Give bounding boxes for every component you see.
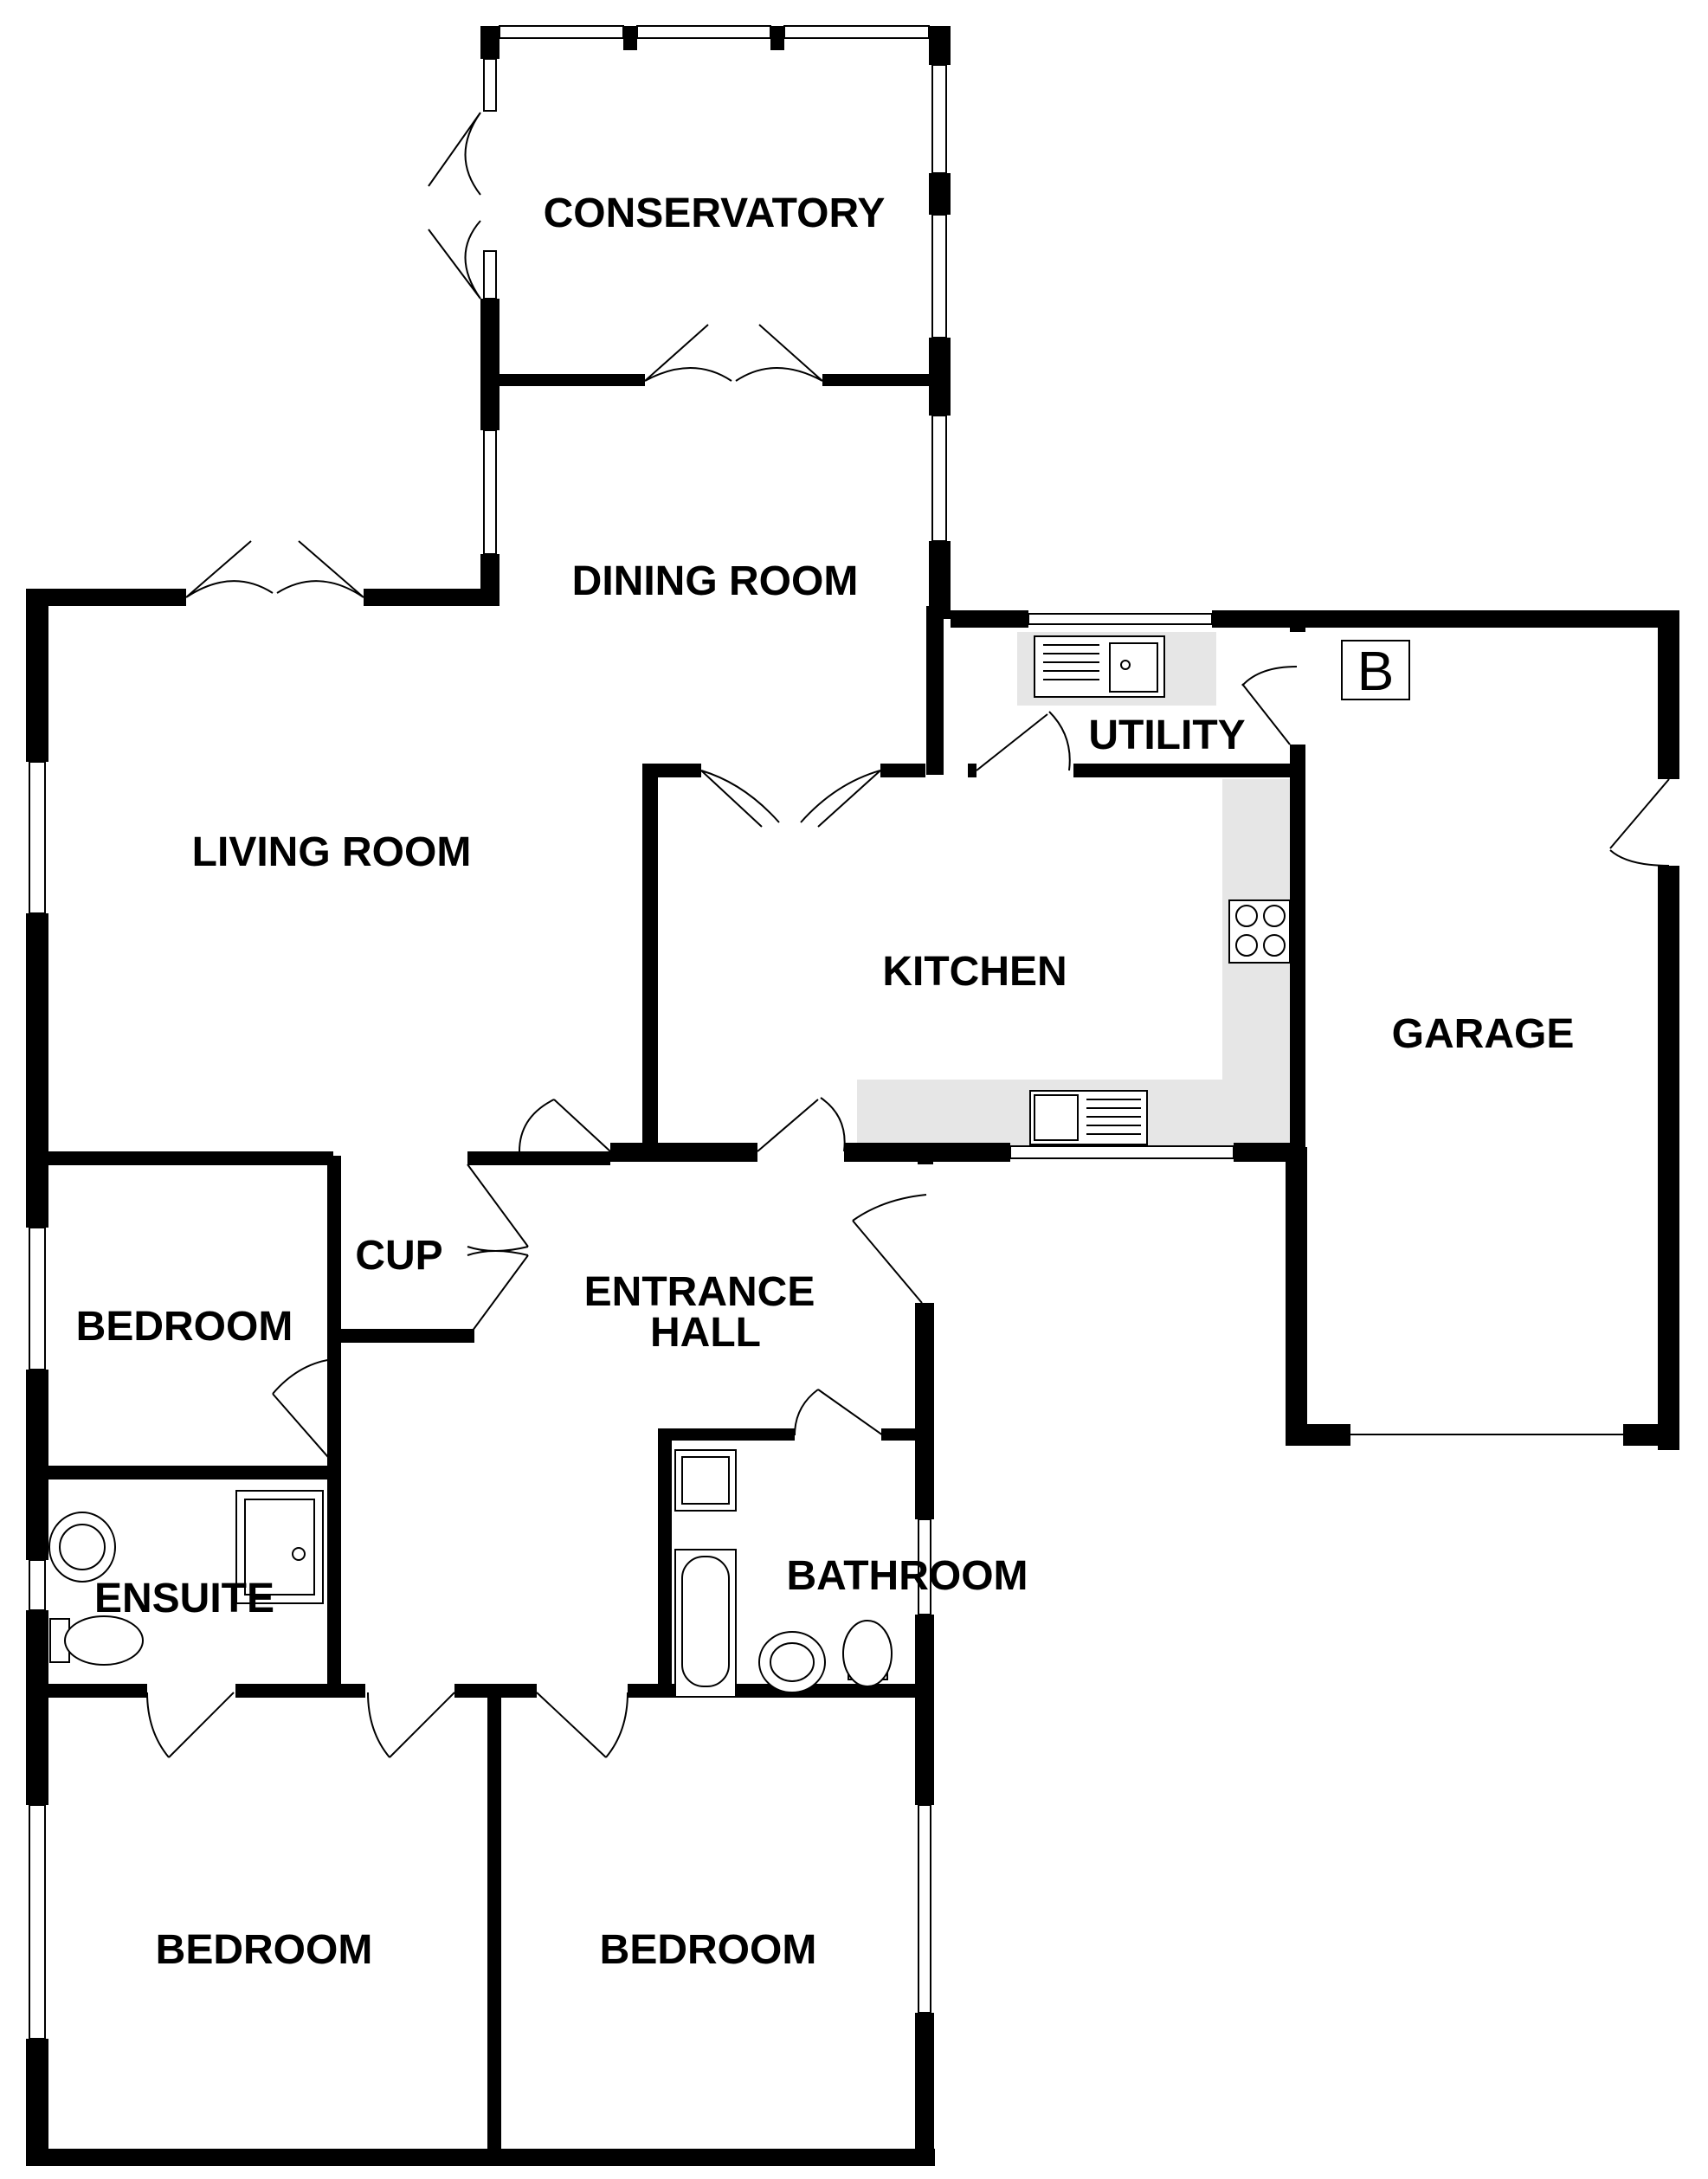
room-label-utility: UTILITY xyxy=(1088,712,1245,758)
hob-icon xyxy=(1228,899,1291,964)
room-label-entrance: ENTRANCE xyxy=(584,1269,815,1315)
room-label-bedroom-right: BEDROOM xyxy=(600,1927,817,1973)
walls xyxy=(26,26,1679,2166)
room-label-dining-room: DINING ROOM xyxy=(572,558,859,604)
bath-icon xyxy=(674,1549,737,1698)
kitchen-worktops xyxy=(857,632,1290,1147)
room-label-ensuite: ENSUITE xyxy=(94,1576,274,1621)
bathroom-basin-icon xyxy=(758,1631,826,1693)
bathroom-toilet-icon xyxy=(842,1620,893,1687)
room-label-bathroom: BATHROOM xyxy=(786,1553,1028,1599)
boiler-label: B xyxy=(1357,640,1395,702)
room-label-conservatory: CONSERVATORY xyxy=(544,190,886,236)
room-label-garage: GARAGE xyxy=(1392,1011,1575,1057)
room-label-hall: HALL xyxy=(650,1310,761,1356)
boiler-box xyxy=(1341,640,1410,700)
ensuite-toilet-icon xyxy=(49,1615,144,1666)
room-label-bedroom-small: BEDROOM xyxy=(76,1304,293,1350)
ensuite-shower-icon xyxy=(235,1490,324,1604)
bathroom-shower-icon xyxy=(674,1449,737,1512)
room-label-cup: CUP xyxy=(355,1233,442,1279)
utility-sink-icon xyxy=(1034,635,1165,698)
room-label-living-room: LIVING ROOM xyxy=(192,829,472,875)
kitchen-sink-icon xyxy=(1029,1090,1148,1145)
fixtures xyxy=(48,635,1410,1698)
windows xyxy=(29,25,1623,2040)
room-label-kitchen: KITCHEN xyxy=(882,949,1067,995)
room-labels: CONSERVATORY DINING ROOM LIVING ROOM KIT… xyxy=(76,190,1575,1973)
doors xyxy=(146,112,1670,1758)
ensuite-basin-icon xyxy=(48,1512,116,1583)
room-label-bedroom-left: BEDROOM xyxy=(156,1927,373,1973)
